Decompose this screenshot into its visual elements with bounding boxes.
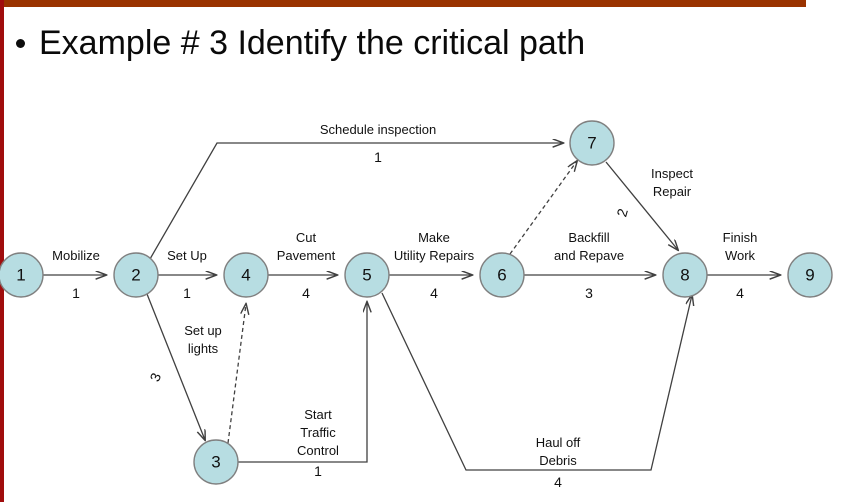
edge-2-4-label: Set Up [167, 248, 207, 263]
edge-3-5-label-line2: Traffic [300, 425, 336, 440]
edge-5-8-line [381, 292, 692, 471]
edge-2-7: Schedule inspection 1 [149, 122, 563, 260]
node-5[interactable]: 5 [344, 252, 390, 298]
node-2[interactable]: 2 [113, 252, 159, 298]
edge-5-6-duration: 4 [430, 285, 438, 301]
edge-2-7-duration: 1 [374, 149, 382, 165]
edge-4-5-label-line2: Pavement [277, 248, 336, 263]
edge-2-3-label-line2: lights [188, 341, 219, 356]
page-title: Example # 3 Identify the critical path [39, 24, 586, 62]
node-1[interactable]: 1 [0, 252, 44, 298]
edge-5-6: Make Utility Repairs 4 [389, 230, 475, 301]
edge-3-5-line [238, 302, 367, 463]
edge-6-8-duration: 3 [585, 285, 593, 301]
edge-8-9-duration: 4 [736, 285, 744, 301]
edge-8-9: Finish Work 4 [707, 230, 780, 301]
edge-5-8: Haul off Debris 4 [381, 292, 692, 490]
edge-1-2-label: Mobilize [52, 248, 100, 263]
edge-3-4-dummy [227, 304, 246, 444]
node-4-label: 4 [241, 266, 250, 285]
node-8[interactable]: 8 [662, 252, 708, 298]
network-diagram: Mobilize 1 Set Up 1 Schedule inspection … [0, 82, 842, 502]
node-1-circle[interactable] [0, 252, 44, 298]
edge-2-4: Set Up 1 [158, 248, 216, 301]
edge-6-8-label-line1: Backfill [568, 230, 609, 245]
node-9-circle[interactable] [787, 252, 833, 298]
edge-7-8: Inspect Repair 2 [605, 161, 693, 250]
node-1-label: 1 [16, 266, 25, 285]
edge-5-6-label-line1: Make [418, 230, 450, 245]
left-accent-rule [0, 0, 4, 502]
node-3-label: 3 [211, 453, 220, 472]
node-6[interactable]: 6 [479, 252, 525, 298]
edge-6-7-dashed-line [509, 161, 577, 255]
edge-5-8-label-line2: Debris [539, 453, 577, 468]
node-4-circle[interactable] [223, 252, 269, 298]
node-4[interactable]: 4 [223, 252, 269, 298]
node-9[interactable]: 9 [787, 252, 833, 298]
edge-3-5-label-line1: Start [304, 407, 332, 422]
edge-5-8-label-line1: Haul off [536, 435, 581, 450]
edge-4-5-duration: 4 [302, 285, 310, 301]
node-3-circle[interactable] [193, 439, 239, 485]
edge-6-7-dummy [509, 161, 577, 255]
edge-2-7-label: Schedule inspection [320, 122, 436, 137]
node-6-label: 6 [497, 266, 506, 285]
edge-2-3: Set up lights 3 [146, 293, 222, 440]
node-2-label: 2 [131, 266, 140, 285]
node-2-circle[interactable] [113, 252, 159, 298]
edge-2-3-duration: 3 [146, 370, 164, 383]
edge-8-9-label-line2: Work [725, 248, 756, 263]
edge-3-4-dashed-line [227, 304, 246, 444]
bullet-point-icon [16, 38, 25, 48]
node-3[interactable]: 3 [193, 439, 239, 485]
edge-7-8-label-line1: Inspect [651, 166, 693, 181]
edge-4-5-label-line1: Cut [296, 230, 317, 245]
edge-1-2: Mobilize 1 [43, 248, 106, 301]
edge-1-2-duration: 1 [72, 285, 80, 301]
edge-2-4-duration: 1 [183, 285, 191, 301]
node-7-circle[interactable] [569, 120, 615, 166]
edge-6-8-label-line2: and Repave [554, 248, 624, 263]
edge-3-5-label-line3: Control [297, 443, 339, 458]
edge-3-5: Start Traffic Control 1 [238, 302, 367, 479]
edge-8-9-label-line1: Finish [723, 230, 758, 245]
node-5-circle[interactable] [344, 252, 390, 298]
edge-7-8-duration: 2 [613, 206, 631, 218]
edge-7-8-label-line2: Repair [653, 184, 692, 199]
edge-2-7-line [149, 143, 563, 260]
node-8-label: 8 [680, 266, 689, 285]
node-9-label: 9 [805, 266, 814, 285]
edge-5-6-label-line2: Utility Repairs [394, 248, 475, 263]
edge-7-8-line [605, 161, 678, 250]
edge-4-5: Cut Pavement 4 [268, 230, 337, 301]
edge-6-8: Backfill and Repave 3 [524, 230, 655, 301]
node-7-label: 7 [587, 134, 596, 153]
top-accent-rule [0, 0, 806, 7]
node-5-label: 5 [362, 266, 371, 285]
edge-3-5-duration: 1 [314, 463, 322, 479]
node-7[interactable]: 7 [569, 120, 615, 166]
node-8-circle[interactable] [662, 252, 708, 298]
slide-title-row: Example # 3 Identify the critical path [10, 14, 810, 72]
edge-5-8-duration: 4 [554, 474, 562, 490]
node-6-circle[interactable] [479, 252, 525, 298]
edge-2-3-line [146, 293, 205, 440]
edge-2-3-label-line1: Set up [184, 323, 222, 338]
